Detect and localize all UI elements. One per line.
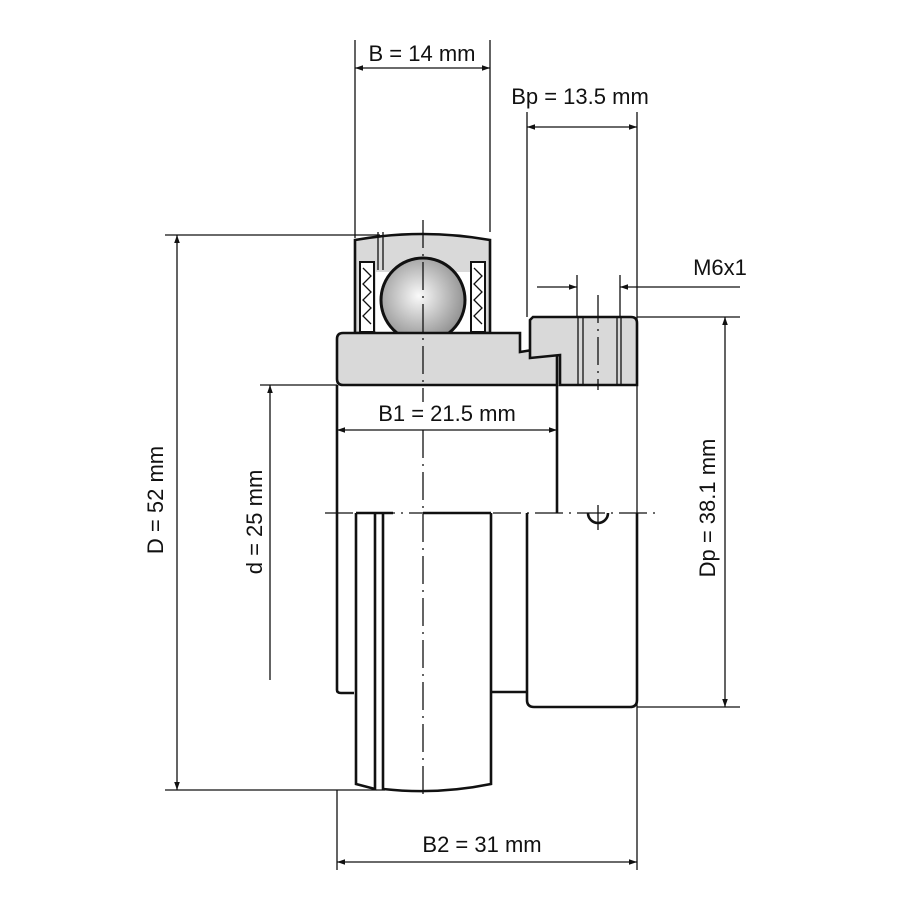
inner-ring (335, 331, 559, 387)
dim-Bp-label: Bp = 13.5 mm (511, 84, 649, 109)
dimension-lines (174, 65, 740, 865)
dim-B2-label: B2 = 31 mm (422, 832, 541, 857)
extension-lines (165, 40, 740, 870)
shaft-section (335, 385, 639, 793)
dimension-labels: B = 14 mm Bp = 13.5 mm M6x1 B1 = 21.5 mm… (143, 41, 747, 857)
dim-B1-label: B1 = 21.5 mm (378, 401, 516, 426)
dim-d-label: d = 25 mm (242, 470, 267, 575)
dim-Dp-label: Dp = 38.1 mm (695, 439, 720, 578)
center-lines (325, 220, 655, 800)
dim-thread-label: M6x1 (693, 255, 747, 280)
dim-B-label: B = 14 mm (369, 41, 476, 66)
dim-D-label: D = 52 mm (143, 446, 168, 554)
